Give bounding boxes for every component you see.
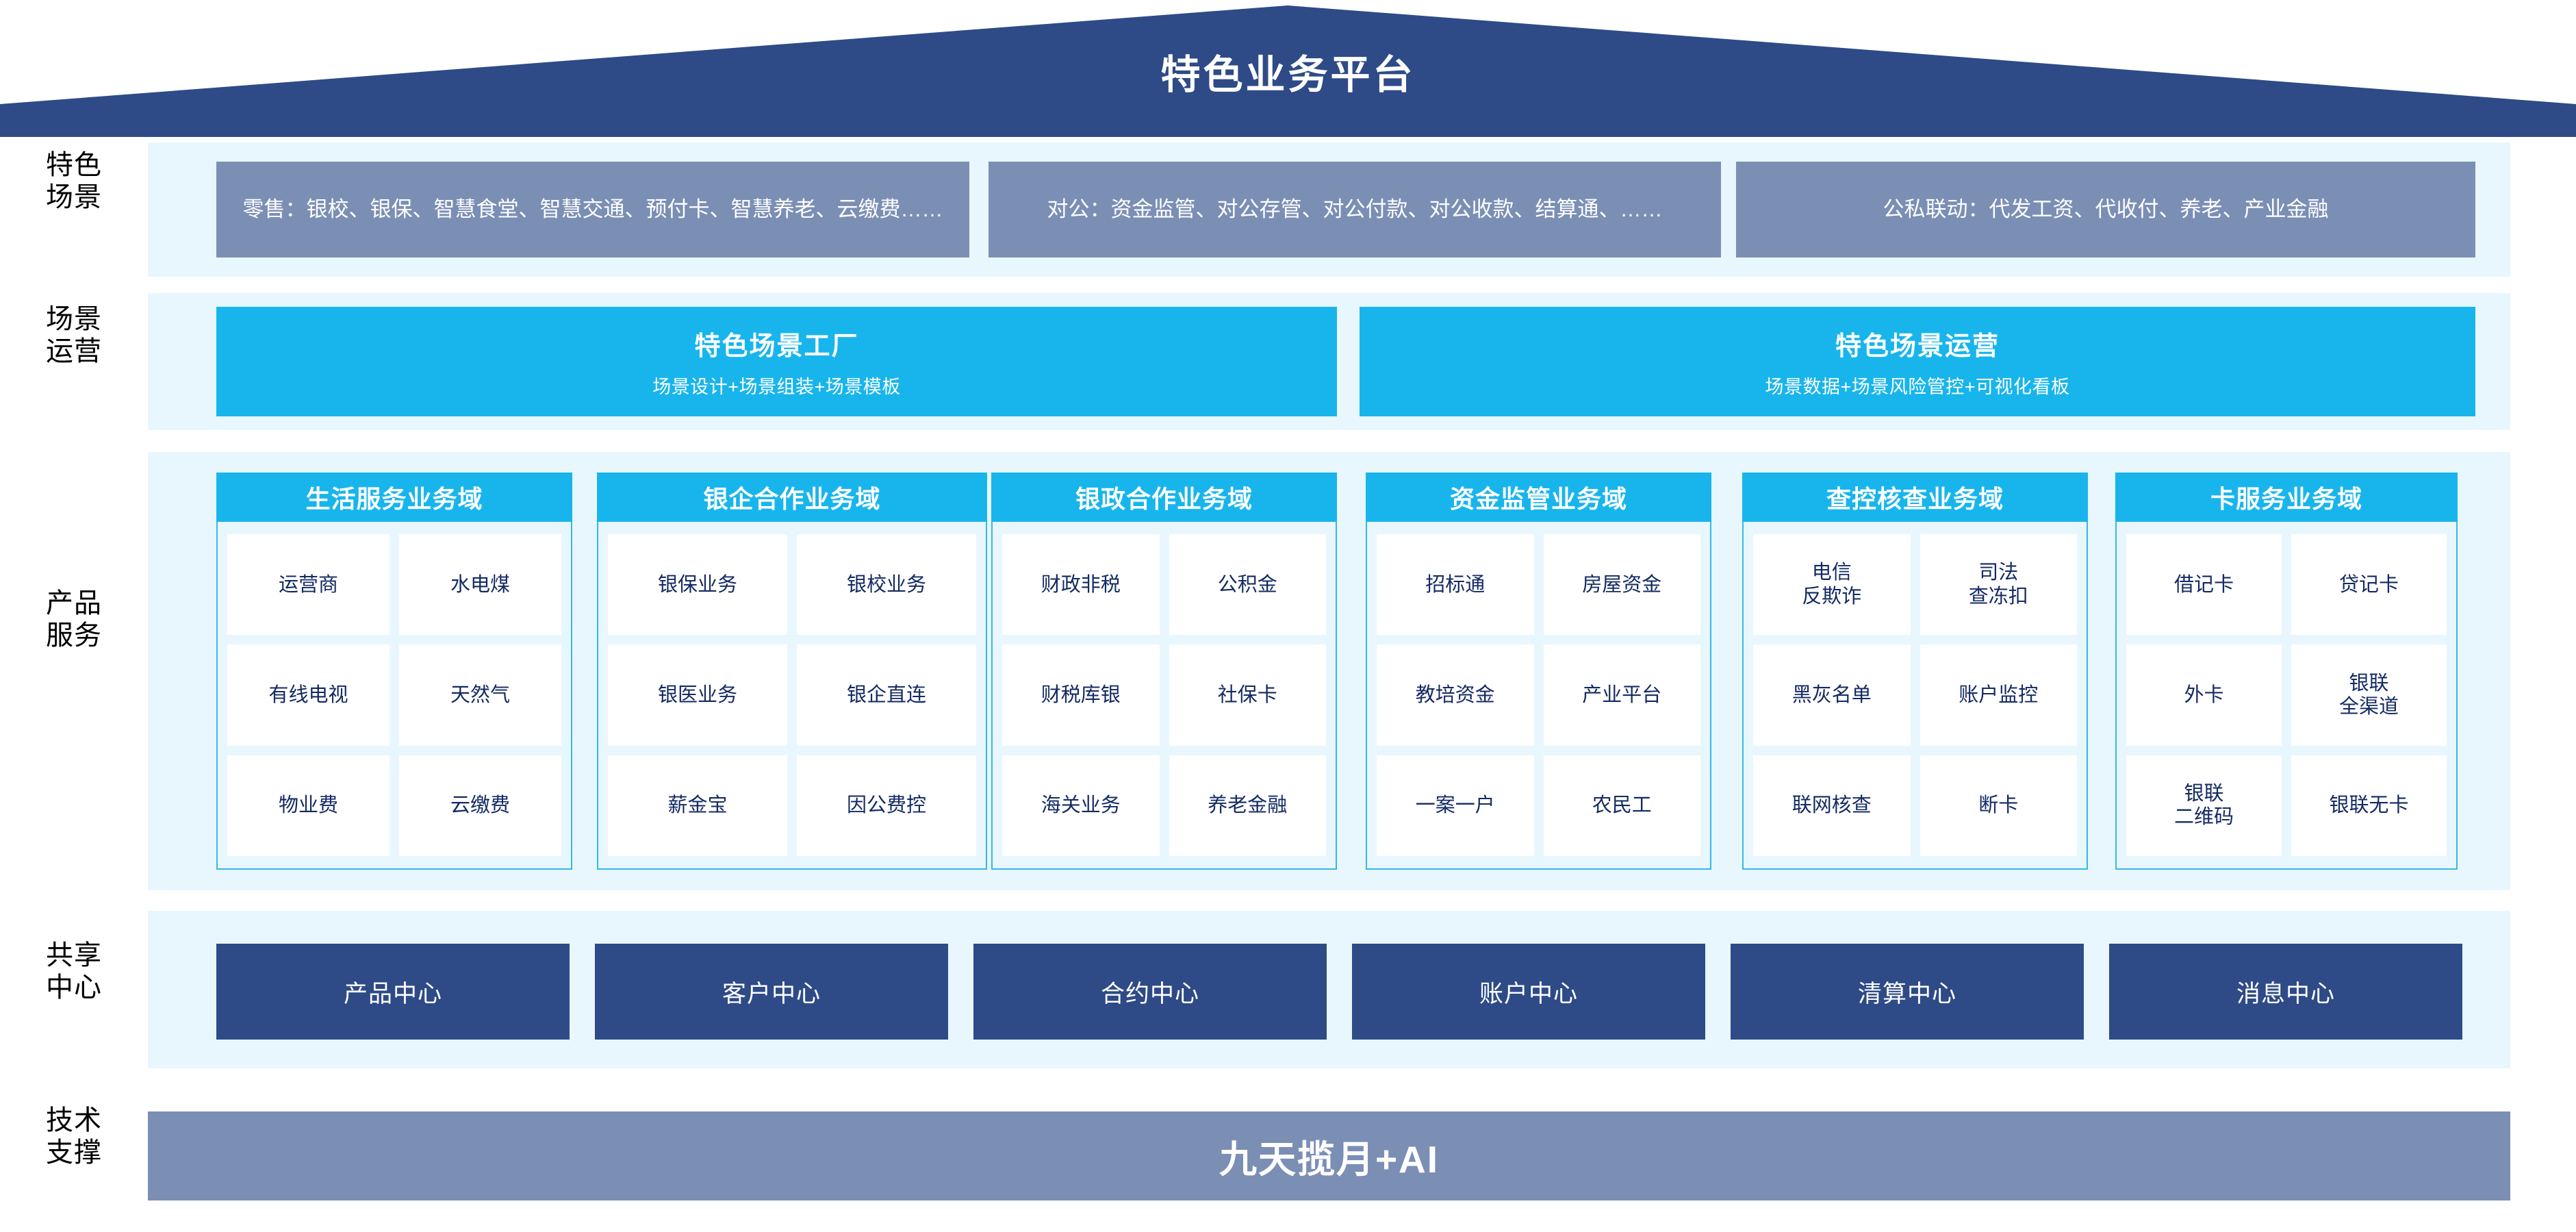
shared-center-label: 产品中心 bbox=[343, 980, 442, 1007]
domain-item[interactable]: 物业费 bbox=[227, 755, 390, 856]
scenario-box-corporate[interactable]: 对公：资金监管、对公存管、对公付款、对公收款、结算通、…… bbox=[989, 162, 1721, 257]
domain-item[interactable]: 黑灰名单 bbox=[1753, 644, 1911, 746]
domain-items: 运营商 水电煤 有线电视 天然气 物业费 云缴费 bbox=[216, 522, 572, 870]
domain-item[interactable]: 水电煤 bbox=[399, 534, 561, 636]
domain-item[interactable]: 银保业务 bbox=[608, 534, 787, 636]
domain-title: 卡服务业务域 bbox=[2115, 473, 2458, 522]
rail-line-1: 场景 bbox=[46, 304, 102, 334]
shared-center-contract-center[interactable]: 合约中心 bbox=[973, 944, 1327, 1040]
domain-item[interactable]: 借记卡 bbox=[2126, 534, 2282, 636]
ops-box-scene-factory[interactable]: 特色场景工厂 场景设计+场景组装+场景模板 bbox=[216, 307, 1337, 416]
domain-column-life-service[interactable]: 生活服务业务域 运营商 水电煤 有线电视 天然气 物业费 云缴费 bbox=[216, 473, 572, 870]
rail-line-2: 服务 bbox=[46, 620, 102, 651]
domain-item[interactable]: 教培资金 bbox=[1377, 644, 1534, 746]
domain-item[interactable]: 贷记卡 bbox=[2291, 534, 2447, 636]
shared-center-product-center[interactable]: 产品中心 bbox=[216, 944, 570, 1040]
domain-item[interactable]: 银联 二维码 bbox=[2126, 755, 2282, 856]
shared-center-label: 合约中心 bbox=[1100, 980, 1199, 1007]
domain-item[interactable]: 外卡 bbox=[2126, 644, 2282, 746]
rail-line-2: 支撑 bbox=[46, 1137, 102, 1168]
platform-roof: 特色业务平台 bbox=[0, 0, 2576, 144]
rail-line-1: 共享 bbox=[46, 940, 102, 970]
shared-center-clearing-center[interactable]: 清算中心 bbox=[1731, 944, 2084, 1040]
rail-label-operations: 场景 运营 bbox=[0, 303, 148, 368]
shared-center-label: 消息中心 bbox=[2236, 980, 2335, 1007]
shared-center-label: 账户中心 bbox=[1479, 980, 1578, 1007]
domain-items: 借记卡 贷记卡 外卡 银联 全渠道 银联 二维码 银联无卡 bbox=[2115, 522, 2458, 870]
domain-title: 查控核查业务域 bbox=[1742, 473, 2088, 522]
ops-box-scene-operation[interactable]: 特色场景运营 场景数据+场景风险管控+可视化看板 bbox=[1360, 307, 2475, 416]
domain-column-bank-government[interactable]: 银政合作业务域 财政非税 公积金 财税库银 社保卡 海关业务 养老金融 bbox=[991, 473, 1337, 870]
domain-title: 资金监管业务域 bbox=[1366, 473, 1711, 522]
domain-item[interactable]: 银校业务 bbox=[797, 534, 976, 636]
domain-column-investigation-control[interactable]: 查控核查业务域 电信 反欺诈 司法 查冻扣 黑灰名单 账户监控 联网核查 断卡 bbox=[1742, 473, 2088, 870]
domain-column-fund-supervision[interactable]: 资金监管业务域 招标通 房屋资金 教培资金 产业平台 一案一户 农民工 bbox=[1366, 473, 1711, 870]
domain-item[interactable]: 断卡 bbox=[1920, 755, 2077, 856]
domain-item[interactable]: 公积金 bbox=[1169, 534, 1326, 636]
scenario-text: 零售：银校、银保、智慧食堂、智慧交通、预付卡、智慧养老、云缴费…… bbox=[242, 197, 943, 221]
domain-item[interactable]: 银联无卡 bbox=[2291, 755, 2447, 856]
domain-title: 银政合作业务域 bbox=[991, 473, 1337, 522]
scenario-text: 公私联动：代发工资、代收付、养老、产业金融 bbox=[1883, 197, 2329, 221]
rail-label-tech: 技术 支撑 bbox=[0, 1105, 148, 1169]
tech-support-bar[interactable]: 九天揽月+AI bbox=[148, 1111, 2510, 1200]
shared-center-label: 客户中心 bbox=[722, 980, 821, 1007]
domain-item[interactable]: 联网核查 bbox=[1753, 755, 1911, 856]
scenario-text: 对公：资金监管、对公存管、对公付款、对公收款、结算通、…… bbox=[1047, 197, 1663, 221]
domain-items: 电信 反欺诈 司法 查冻扣 黑灰名单 账户监控 联网核查 断卡 bbox=[1742, 522, 2088, 870]
shared-center-message-center[interactable]: 消息中心 bbox=[2109, 944, 2462, 1040]
domain-item[interactable]: 农民工 bbox=[1543, 755, 1700, 856]
domain-item[interactable]: 天然气 bbox=[399, 644, 561, 746]
domain-item[interactable]: 银联 全渠道 bbox=[2291, 644, 2447, 746]
domain-title: 银企合作业务域 bbox=[597, 473, 987, 522]
domain-item[interactable]: 房屋资金 bbox=[1543, 534, 1700, 636]
domain-item[interactable]: 银企直连 bbox=[797, 644, 976, 746]
rail-line-1: 技术 bbox=[46, 1105, 102, 1135]
domain-item[interactable]: 财政非税 bbox=[1002, 534, 1160, 636]
domain-item[interactable]: 养老金融 bbox=[1169, 755, 1326, 856]
rail-line-2: 运营 bbox=[46, 336, 102, 367]
rail-label-shared: 共享 中心 bbox=[0, 940, 148, 1004]
shared-center-account-center[interactable]: 账户中心 bbox=[1352, 944, 1705, 1040]
rail-line-2: 场景 bbox=[46, 182, 102, 213]
domain-item[interactable]: 因公费控 bbox=[797, 755, 976, 856]
domain-column-bank-enterprise[interactable]: 银企合作业务域 银保业务 银校业务 银医业务 银企直连 薪金宝 因公费控 bbox=[597, 473, 987, 870]
shared-center-customer-center[interactable]: 客户中心 bbox=[595, 944, 948, 1040]
domain-item[interactable]: 一案一户 bbox=[1377, 755, 1534, 856]
domain-item[interactable]: 薪金宝 bbox=[608, 755, 787, 856]
ops-subtitle: 场景设计+场景组装+场景模板 bbox=[652, 377, 901, 397]
rail-line-1: 产品 bbox=[46, 588, 102, 618]
domain-item[interactable]: 海关业务 bbox=[1002, 755, 1160, 856]
domain-items: 银保业务 银校业务 银医业务 银企直连 薪金宝 因公费控 bbox=[597, 522, 987, 870]
ops-title: 特色场景工厂 bbox=[694, 332, 859, 361]
domain-item[interactable]: 司法 查冻扣 bbox=[1920, 534, 2077, 636]
domain-column-card-service[interactable]: 卡服务业务域 借记卡 贷记卡 外卡 银联 全渠道 银联 二维码 银联无卡 bbox=[2115, 473, 2458, 870]
shared-center-label: 清算中心 bbox=[1857, 980, 1956, 1007]
domain-item[interactable]: 招标通 bbox=[1377, 534, 1534, 636]
ops-title: 特色场景运营 bbox=[1835, 332, 2000, 361]
rail-label-products: 产品 服务 bbox=[0, 588, 148, 652]
domain-title: 生活服务业务域 bbox=[216, 473, 572, 522]
scenario-box-linkage[interactable]: 公私联动：代发工资、代收付、养老、产业金融 bbox=[1736, 162, 2475, 257]
domain-item[interactable]: 账户监控 bbox=[1920, 644, 2077, 746]
scenario-box-retail[interactable]: 零售：银校、银保、智慧食堂、智慧交通、预付卡、智慧养老、云缴费…… bbox=[216, 162, 969, 257]
platform-title: 特色业务平台 bbox=[1160, 53, 1416, 97]
domain-item[interactable]: 产业平台 bbox=[1543, 644, 1700, 746]
domain-item[interactable]: 运营商 bbox=[227, 534, 390, 636]
rail-line-1: 特色 bbox=[46, 150, 102, 180]
domain-item[interactable]: 社保卡 bbox=[1169, 644, 1326, 746]
domain-item[interactable]: 云缴费 bbox=[399, 755, 561, 856]
domain-items: 财政非税 公积金 财税库银 社保卡 海关业务 养老金融 bbox=[991, 522, 1337, 870]
domain-item[interactable]: 电信 反欺诈 bbox=[1753, 534, 1911, 636]
domain-item[interactable]: 财税库银 bbox=[1002, 644, 1160, 746]
tech-support-label: 九天揽月+AI bbox=[1219, 1138, 1440, 1181]
domain-item[interactable]: 银医业务 bbox=[608, 644, 787, 746]
domain-item[interactable]: 有线电视 bbox=[227, 644, 390, 746]
rail-line-2: 中心 bbox=[46, 972, 102, 1003]
domain-items: 招标通 房屋资金 教培资金 产业平台 一案一户 农民工 bbox=[1366, 522, 1711, 870]
rail-label-scenarios: 特色 场景 bbox=[0, 149, 148, 214]
ops-subtitle: 场景数据+场景风险管控+可视化看板 bbox=[1765, 377, 2070, 397]
